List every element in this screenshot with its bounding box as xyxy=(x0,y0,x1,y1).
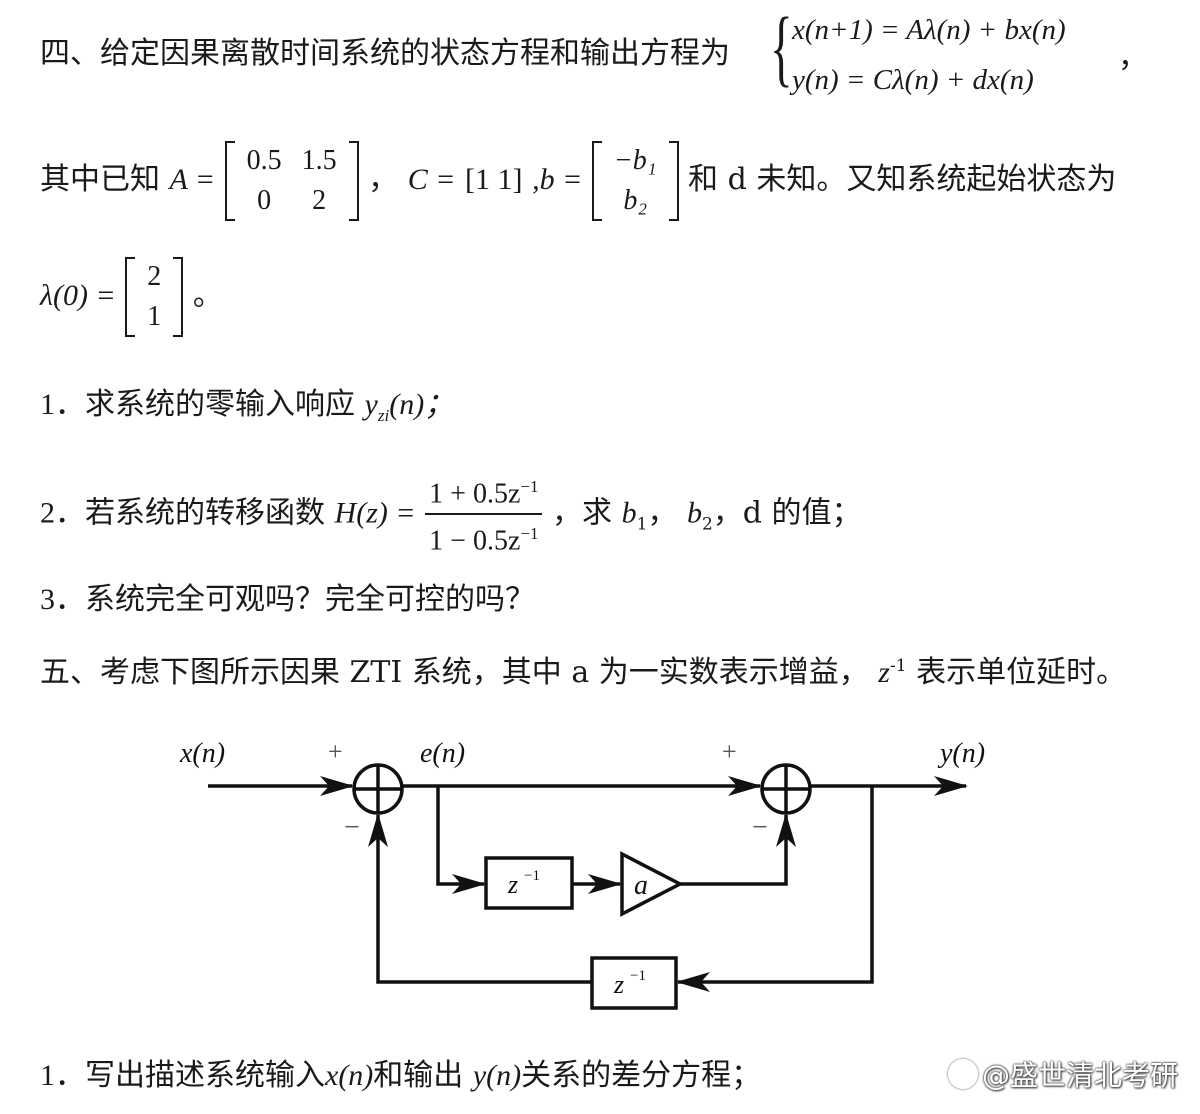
b-matrix: −b₁ b₂ xyxy=(591,141,679,221)
q5-sub1: 1．写出描述系统输入x(n)和输出 y(n)关系的差分方程； xyxy=(40,1058,762,1093)
a12: 1.5 xyxy=(301,145,337,176)
lambda0-matrix: 2 1 xyxy=(125,257,184,337)
equation-brace: { xyxy=(770,0,793,95)
c-row: [1 1] xyxy=(465,163,523,196)
q4-sub2: 2．若系统的转移函数 H(z) = 1 + 0.5z−1 1 − 0.5z−1 … xyxy=(40,470,862,557)
branch-to-delay xyxy=(436,786,486,894)
paw-icon xyxy=(947,1059,978,1089)
q4-intro-text: 四、给定因果离散时间系统的状态方程和输出方程为 xyxy=(40,36,730,71)
equation-comma: ， xyxy=(1118,40,1148,75)
svg-text:−1: −1 xyxy=(630,968,646,984)
plus-sign-2: + xyxy=(722,737,737,766)
b-label: ,b = xyxy=(532,163,583,196)
c-label: C = xyxy=(407,163,456,196)
error-label: e(n) xyxy=(420,738,465,769)
b1-entry: −b₁ xyxy=(613,145,657,176)
transfer-function-label: H(z) = xyxy=(334,496,416,530)
feedback-to-summer-arrow xyxy=(368,813,592,984)
input-label: x(n) xyxy=(179,738,225,769)
output-label: y(n) xyxy=(937,738,985,769)
b2-entry: b₂ xyxy=(623,185,648,216)
delay-z-feedback: z xyxy=(613,970,624,999)
minus-sign-1: − xyxy=(344,812,360,843)
known-suffix: 和 d 未知。又知系统起始状态为 xyxy=(688,162,1117,197)
q4-sub1: 1．求系统的零输入响应 yzi(n)； xyxy=(40,387,455,425)
a22: 2 xyxy=(312,185,327,216)
minus-sign-2: − xyxy=(752,812,768,843)
known-prefix: 其中已知 xyxy=(40,162,160,197)
watermark: @盛世清北考研 xyxy=(947,1054,1178,1094)
a11: 0.5 xyxy=(246,145,282,176)
delay-z-forward: z xyxy=(507,870,518,899)
a-matrix: 0.5 1.5 0 2 xyxy=(224,141,359,221)
q4-sub3: 3．系统完全可观吗？完全可控的吗？ xyxy=(40,582,535,617)
transfer-function-fraction: 1 + 0.5z−1 1 − 0.5z−1 xyxy=(425,470,543,559)
lambda0-label: λ(0) = xyxy=(40,279,116,312)
svg-text:−1: −1 xyxy=(524,868,540,884)
state-equation: x(n+1) = Aλ(n) + bx(n) xyxy=(792,14,1066,46)
output-equation: y(n) = Cλ(n) + dx(n) xyxy=(792,64,1034,96)
gain-to-summer-arrow xyxy=(680,813,796,886)
q4-intro: 四、给定因果离散时间系统的状态方程和输出方程为 xyxy=(40,36,730,72)
block-diagram: x(n) + − e(n) + − y(n) z −1 a z −1 xyxy=(179,737,985,1010)
plus-sign-1: + xyxy=(328,737,343,766)
a-label: A = xyxy=(169,163,216,196)
q5-intro: 五、考虑下图所示因果 ZTI 系统，其中 a 为一实数表示增益， z-1 表示单… xyxy=(40,655,1127,690)
initial-state-line: λ(0) = 2 1 。 xyxy=(40,256,223,340)
a21: 0 xyxy=(257,185,272,216)
gain-block xyxy=(620,851,684,917)
gain-label: a xyxy=(634,870,648,901)
feedback-to-delay-arrow xyxy=(676,786,874,992)
